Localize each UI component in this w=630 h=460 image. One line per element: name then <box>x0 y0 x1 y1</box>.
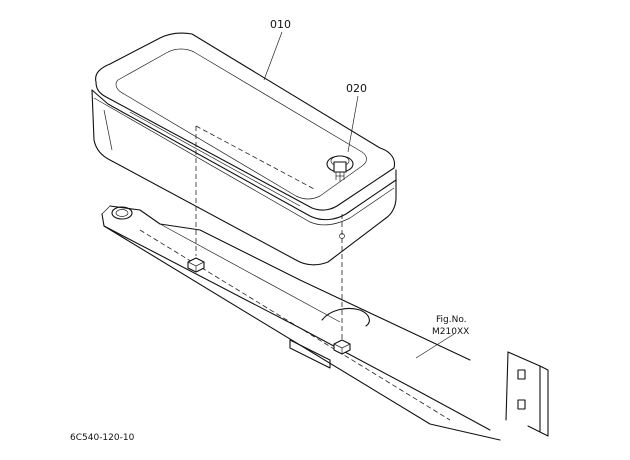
cap-020 <box>326 155 354 182</box>
figure-ref-line2: M210XX <box>432 327 469 337</box>
callout-010: 010 <box>270 18 291 31</box>
figure-ref-line1: Fig.No. <box>436 315 467 325</box>
callout-020: 020 <box>346 82 367 95</box>
rubber-mount-right <box>333 339 351 355</box>
leader-figref <box>415 333 455 359</box>
rubber-mount-left <box>187 257 205 273</box>
leader-010 <box>263 31 283 81</box>
drawing-code: 6C540-120-10 <box>70 433 135 443</box>
leader-020 <box>347 95 359 153</box>
mounting-frame <box>101 205 549 441</box>
tank-010 <box>91 32 397 340</box>
